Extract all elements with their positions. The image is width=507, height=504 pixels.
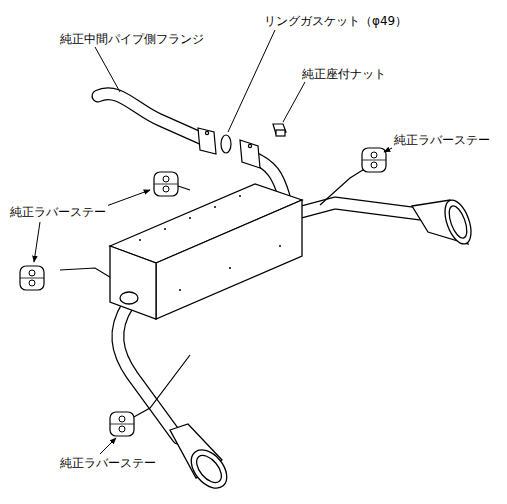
part-label: リングガスケット（φ49）	[262, 14, 409, 28]
part-label: 純正中間パイプ側フランジ	[58, 32, 206, 46]
muffler	[110, 184, 302, 319]
part-label: 純正ラバーステー	[392, 133, 492, 147]
flange	[198, 124, 286, 168]
part-label: 純正ラバーステー	[8, 205, 108, 219]
rubber-hanger	[20, 148, 386, 436]
part-label: 純正座付ナット	[300, 67, 388, 81]
leader-line	[34, 30, 392, 454]
pipe-outline	[98, 94, 420, 438]
part-label: 純正ラバーステー	[58, 456, 158, 470]
tail-tip	[170, 197, 476, 495]
